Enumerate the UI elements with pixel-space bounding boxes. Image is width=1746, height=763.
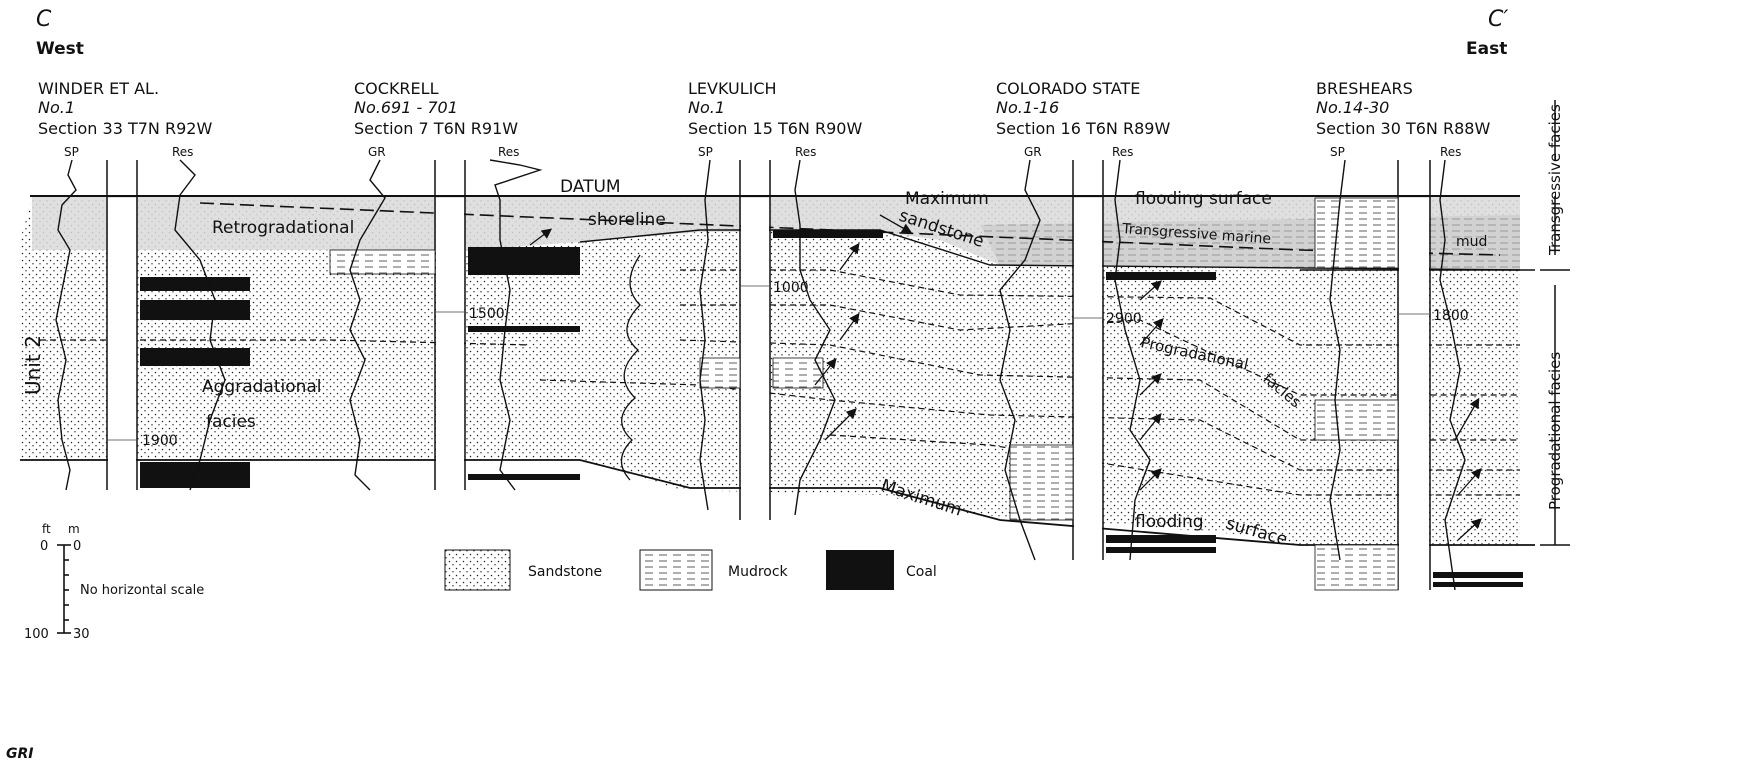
gri-logo: GRI: [6, 746, 33, 762]
legend: [445, 550, 894, 590]
well-header-1: WINDER ET AL. No.1 Section 33 T7N R92W S…: [38, 79, 212, 159]
svg-text:No.1-16: No.1-16: [996, 98, 1059, 117]
svg-text:No.691 - 701: No.691 - 701: [354, 98, 458, 117]
svg-text:Section 33 T7N R92W: Section 33 T7N R92W: [38, 119, 212, 138]
well-header-5: BRESHEARS No.14-30 Section 30 T6N R88W S…: [1316, 79, 1490, 159]
depth-mark-cockrell: 1500: [469, 306, 505, 322]
svg-text:Res: Res: [1112, 145, 1133, 159]
svg-text:SP: SP: [64, 145, 79, 159]
svg-text:Section 7 T6N R91W: Section 7 T6N R91W: [354, 119, 518, 138]
scale-m30: 30: [73, 627, 90, 642]
depth-mark-colorado: 2900: [1106, 311, 1142, 327]
well-header-4: COLORADO STATE No.1-16 Section 16 T6N R8…: [996, 79, 1170, 159]
mfs-bottom-label-2: flooding: [1135, 512, 1204, 532]
legend-mudrock-swatch: [640, 550, 712, 590]
svg-text:COLORADO STATE: COLORADO STATE: [996, 79, 1140, 98]
svg-text:Section 15 T6N R90W: Section 15 T6N R90W: [688, 119, 862, 138]
legend-coal-label: Coal: [906, 564, 937, 580]
section-right-label: C′: [1488, 7, 1508, 32]
unit-label: Unit 2: [21, 335, 45, 395]
legend-mudrock-label: Mudrock: [728, 564, 789, 580]
scale-m0: 0: [73, 539, 81, 554]
scale-ft100: 100: [24, 627, 49, 642]
depth-mark-winder: 1900: [142, 433, 178, 449]
mfs-top-label-1: Maximum: [905, 189, 989, 209]
depth-mark-levkulich: 1000: [773, 280, 809, 296]
svg-text:Section 30 T6N R88W: Section 30 T6N R88W: [1316, 119, 1490, 138]
scale-ft-label: ft: [42, 522, 51, 536]
svg-text:Res: Res: [498, 145, 519, 159]
svg-text:LEVKULICH: LEVKULICH: [688, 79, 777, 98]
east-label: East: [1466, 39, 1507, 59]
svg-text:COCKRELL: COCKRELL: [354, 79, 439, 98]
scale-bar: [57, 545, 71, 633]
mud-label: mud: [1456, 234, 1487, 250]
scale-m-label: m: [68, 522, 80, 536]
svg-text:Res: Res: [172, 145, 193, 159]
transgressive-facies-side-label: Transgressive facies: [1546, 104, 1564, 256]
section-left-label: C: [36, 7, 52, 32]
svg-text:BRESHEARS: BRESHEARS: [1316, 79, 1413, 98]
well-header-2: COCKRELL No.691 - 701 Section 7 T6N R91W…: [354, 79, 519, 159]
retrogradational-label: Retrogradational: [212, 218, 354, 238]
depth-mark-breshears: 1800: [1433, 308, 1469, 324]
svg-text:GR: GR: [368, 145, 386, 159]
svg-text:GR: GR: [1024, 145, 1042, 159]
legend-sandstone-swatch: [445, 550, 510, 590]
legend-coal-swatch: [826, 550, 894, 590]
scale-note: No horizontal scale: [80, 583, 204, 598]
mfs-top-label-2: flooding surface: [1135, 189, 1272, 209]
west-label: West: [36, 39, 84, 59]
svg-text:No.1: No.1: [688, 98, 725, 117]
datum-label: DATUM: [560, 177, 621, 197]
svg-text:WINDER ET AL.: WINDER ET AL.: [38, 79, 159, 98]
scale-ft0: 0: [40, 539, 48, 554]
well-header-3: LEVKULICH No.1 Section 15 T6N R90W SP Re…: [688, 79, 862, 159]
svg-text:Section 16 T6N R89W: Section 16 T6N R89W: [996, 119, 1170, 138]
legend-sandstone-label: Sandstone: [528, 564, 602, 580]
shoreline-label: shoreline: [588, 210, 666, 230]
aggradational-facies-label: facies: [206, 412, 256, 432]
svg-text:Res: Res: [1440, 145, 1461, 159]
progradational-facies-side-label: Progradational facies: [1546, 352, 1564, 510]
svg-text:SP: SP: [1330, 145, 1345, 159]
aggradational-label: Aggradational: [202, 377, 322, 397]
svg-text:Res: Res: [795, 145, 816, 159]
svg-text:No.14-30: No.14-30: [1316, 98, 1389, 117]
svg-text:No.1: No.1: [38, 98, 75, 117]
svg-text:SP: SP: [698, 145, 713, 159]
